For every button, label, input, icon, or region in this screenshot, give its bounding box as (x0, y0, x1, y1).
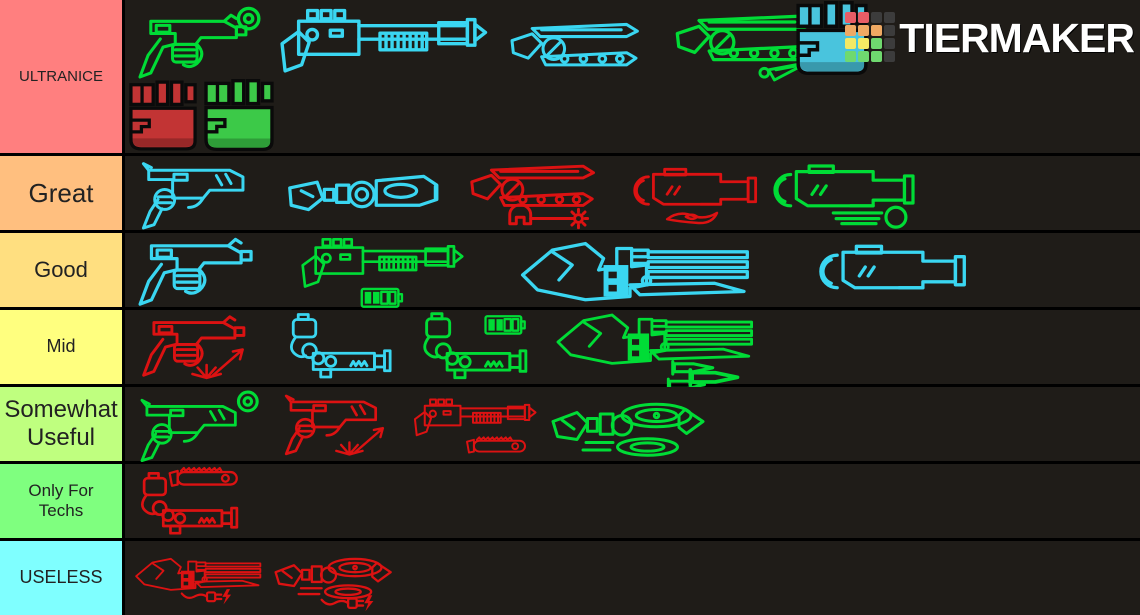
tier-line (125, 233, 1140, 307)
tier-line (125, 387, 1140, 461)
logo-tile-red (858, 12, 870, 23)
tier-row-great: Great (0, 153, 1140, 230)
red-flame-launcher[interactable] (626, 160, 760, 226)
cyan-flamethrower-icon (277, 312, 402, 382)
red-chainsaw-flamethrower[interactable] (127, 465, 257, 538)
logo-tile-orange (871, 25, 883, 36)
tiermaker-tiles-icon (845, 12, 896, 62)
tier-label-only-for-techs: Only For Techs (0, 464, 125, 538)
red-magnet-nailgun-icon (452, 157, 612, 229)
green-sawblade-launcher[interactable] (544, 390, 709, 459)
red-ricochet-heavy-revolver[interactable] (272, 390, 403, 458)
logo-tile-dark (884, 38, 896, 49)
tier-content-useless (125, 541, 1140, 615)
tier-label-somewhat-useful: Somewhat Useful (0, 387, 125, 461)
cyan-flamethrower[interactable] (277, 312, 402, 382)
green-nail-railcannon[interactable] (543, 305, 758, 389)
red-fist[interactable] (127, 79, 199, 152)
tier-line (125, 541, 1140, 615)
logo-tile-dark (884, 12, 896, 23)
green-sawblade-launcher-icon (544, 390, 709, 459)
tiermaker-logo[interactable]: TIERMAKER (793, 0, 1135, 76)
green-nail-railcannon-icon (543, 305, 758, 389)
cyan-revolver[interactable] (127, 233, 262, 307)
green-fist[interactable] (202, 78, 276, 152)
tier-label-useless: USELESS (0, 541, 125, 615)
green-battery-flamethrower[interactable] (410, 311, 538, 383)
tier-line (125, 310, 1140, 384)
cyan-rocket-launcher[interactable] (810, 236, 970, 304)
green-battery-shotgun-icon (282, 231, 477, 309)
red-unplugged-railcannon[interactable] (127, 552, 264, 604)
cyan-railcannon[interactable] (505, 232, 755, 308)
red-magnet-nailgun[interactable] (452, 157, 612, 229)
red-chainsaw-shotgun-icon (406, 393, 540, 456)
green-fist-icon (202, 78, 276, 152)
red-chainsaw-flamethrower-icon (127, 465, 257, 538)
tier-row-good: Good (0, 230, 1140, 307)
tier-row-mid: Mid (0, 307, 1140, 384)
red-ricochet-revolver[interactable] (133, 311, 259, 383)
tier-label-mid: Mid (0, 310, 125, 384)
red-fist-icon (127, 79, 199, 152)
logo-tile-green (858, 51, 870, 62)
green-coin-revolver-icon (127, 5, 267, 77)
green-battery-flamethrower-icon (410, 311, 538, 383)
red-chainsaw-shotgun[interactable] (406, 393, 540, 456)
tier-row-somewhat-useful: Somewhat Useful (0, 384, 1140, 461)
green-coin-revolver[interactable] (127, 5, 267, 77)
tier-content-ultranice (125, 0, 1140, 153)
logo-tile-yellow (858, 38, 870, 49)
tiermaker-logo-text: TIERMAKER (899, 14, 1135, 61)
tier-row-ultranice: ULTRANICE (0, 0, 1140, 153)
logo-tile-orange (845, 25, 857, 36)
cyan-heavy-revolver-icon (127, 157, 270, 230)
green-battery-shotgun[interactable] (282, 231, 477, 309)
tier-content-mid (125, 310, 1140, 384)
tier-line (125, 77, 1140, 154)
logo-tile-red (845, 12, 857, 23)
logo-tile-green (871, 38, 883, 49)
red-flame-launcher-icon (626, 160, 760, 226)
logo-tile-orange (858, 25, 870, 36)
logo-tile-yellow (845, 38, 857, 49)
tier-row-useless: USELESS (0, 538, 1140, 615)
cyan-heavy-revolver[interactable] (127, 157, 270, 230)
cyan-revolver-icon (127, 233, 262, 307)
tiermaker-fist-icon (793, 0, 896, 76)
logo-tile-green (871, 51, 883, 62)
tier-label-ultranice: ULTRANICE (0, 0, 125, 153)
logo-tile-dark (884, 51, 896, 62)
cyan-jackhammer[interactable] (280, 162, 448, 224)
cyan-nailgun[interactable] (493, 15, 655, 77)
red-ricochet-heavy-revolver-icon (272, 390, 403, 458)
tier-label-great: Great (0, 156, 125, 230)
red-unplugged-sawblade-launcher-icon (267, 548, 397, 609)
green-cannonball-launcher[interactable] (764, 156, 919, 230)
tier-content-good (125, 233, 1140, 307)
cyan-nailgun-icon (493, 15, 655, 77)
green-coin-heavy-revolver[interactable] (127, 389, 264, 460)
tier-line (125, 464, 1140, 538)
tier-content-great (125, 156, 1140, 230)
green-coin-heavy-revolver-icon (127, 389, 264, 460)
tier-row-only-for-techs: Only For Techs (0, 461, 1140, 538)
green-cannonball-launcher-icon (764, 156, 919, 230)
red-unplugged-sawblade-launcher[interactable] (267, 548, 397, 609)
tier-content-only-for-techs (125, 464, 1140, 538)
cyan-railcannon-icon (505, 232, 755, 308)
red-unplugged-railcannon-icon (127, 552, 264, 604)
cyan-jackhammer-icon (280, 162, 448, 224)
tier-label-good: Good (0, 233, 125, 307)
logo-tile-dark (884, 25, 896, 36)
red-ricochet-revolver-icon (133, 311, 259, 383)
logo-tile-dark (871, 12, 883, 23)
tier-content-somewhat-useful (125, 387, 1140, 461)
logo-tile-green (845, 51, 857, 62)
cyan-rocket-launcher-icon (810, 236, 970, 304)
tier-line (125, 156, 1140, 230)
